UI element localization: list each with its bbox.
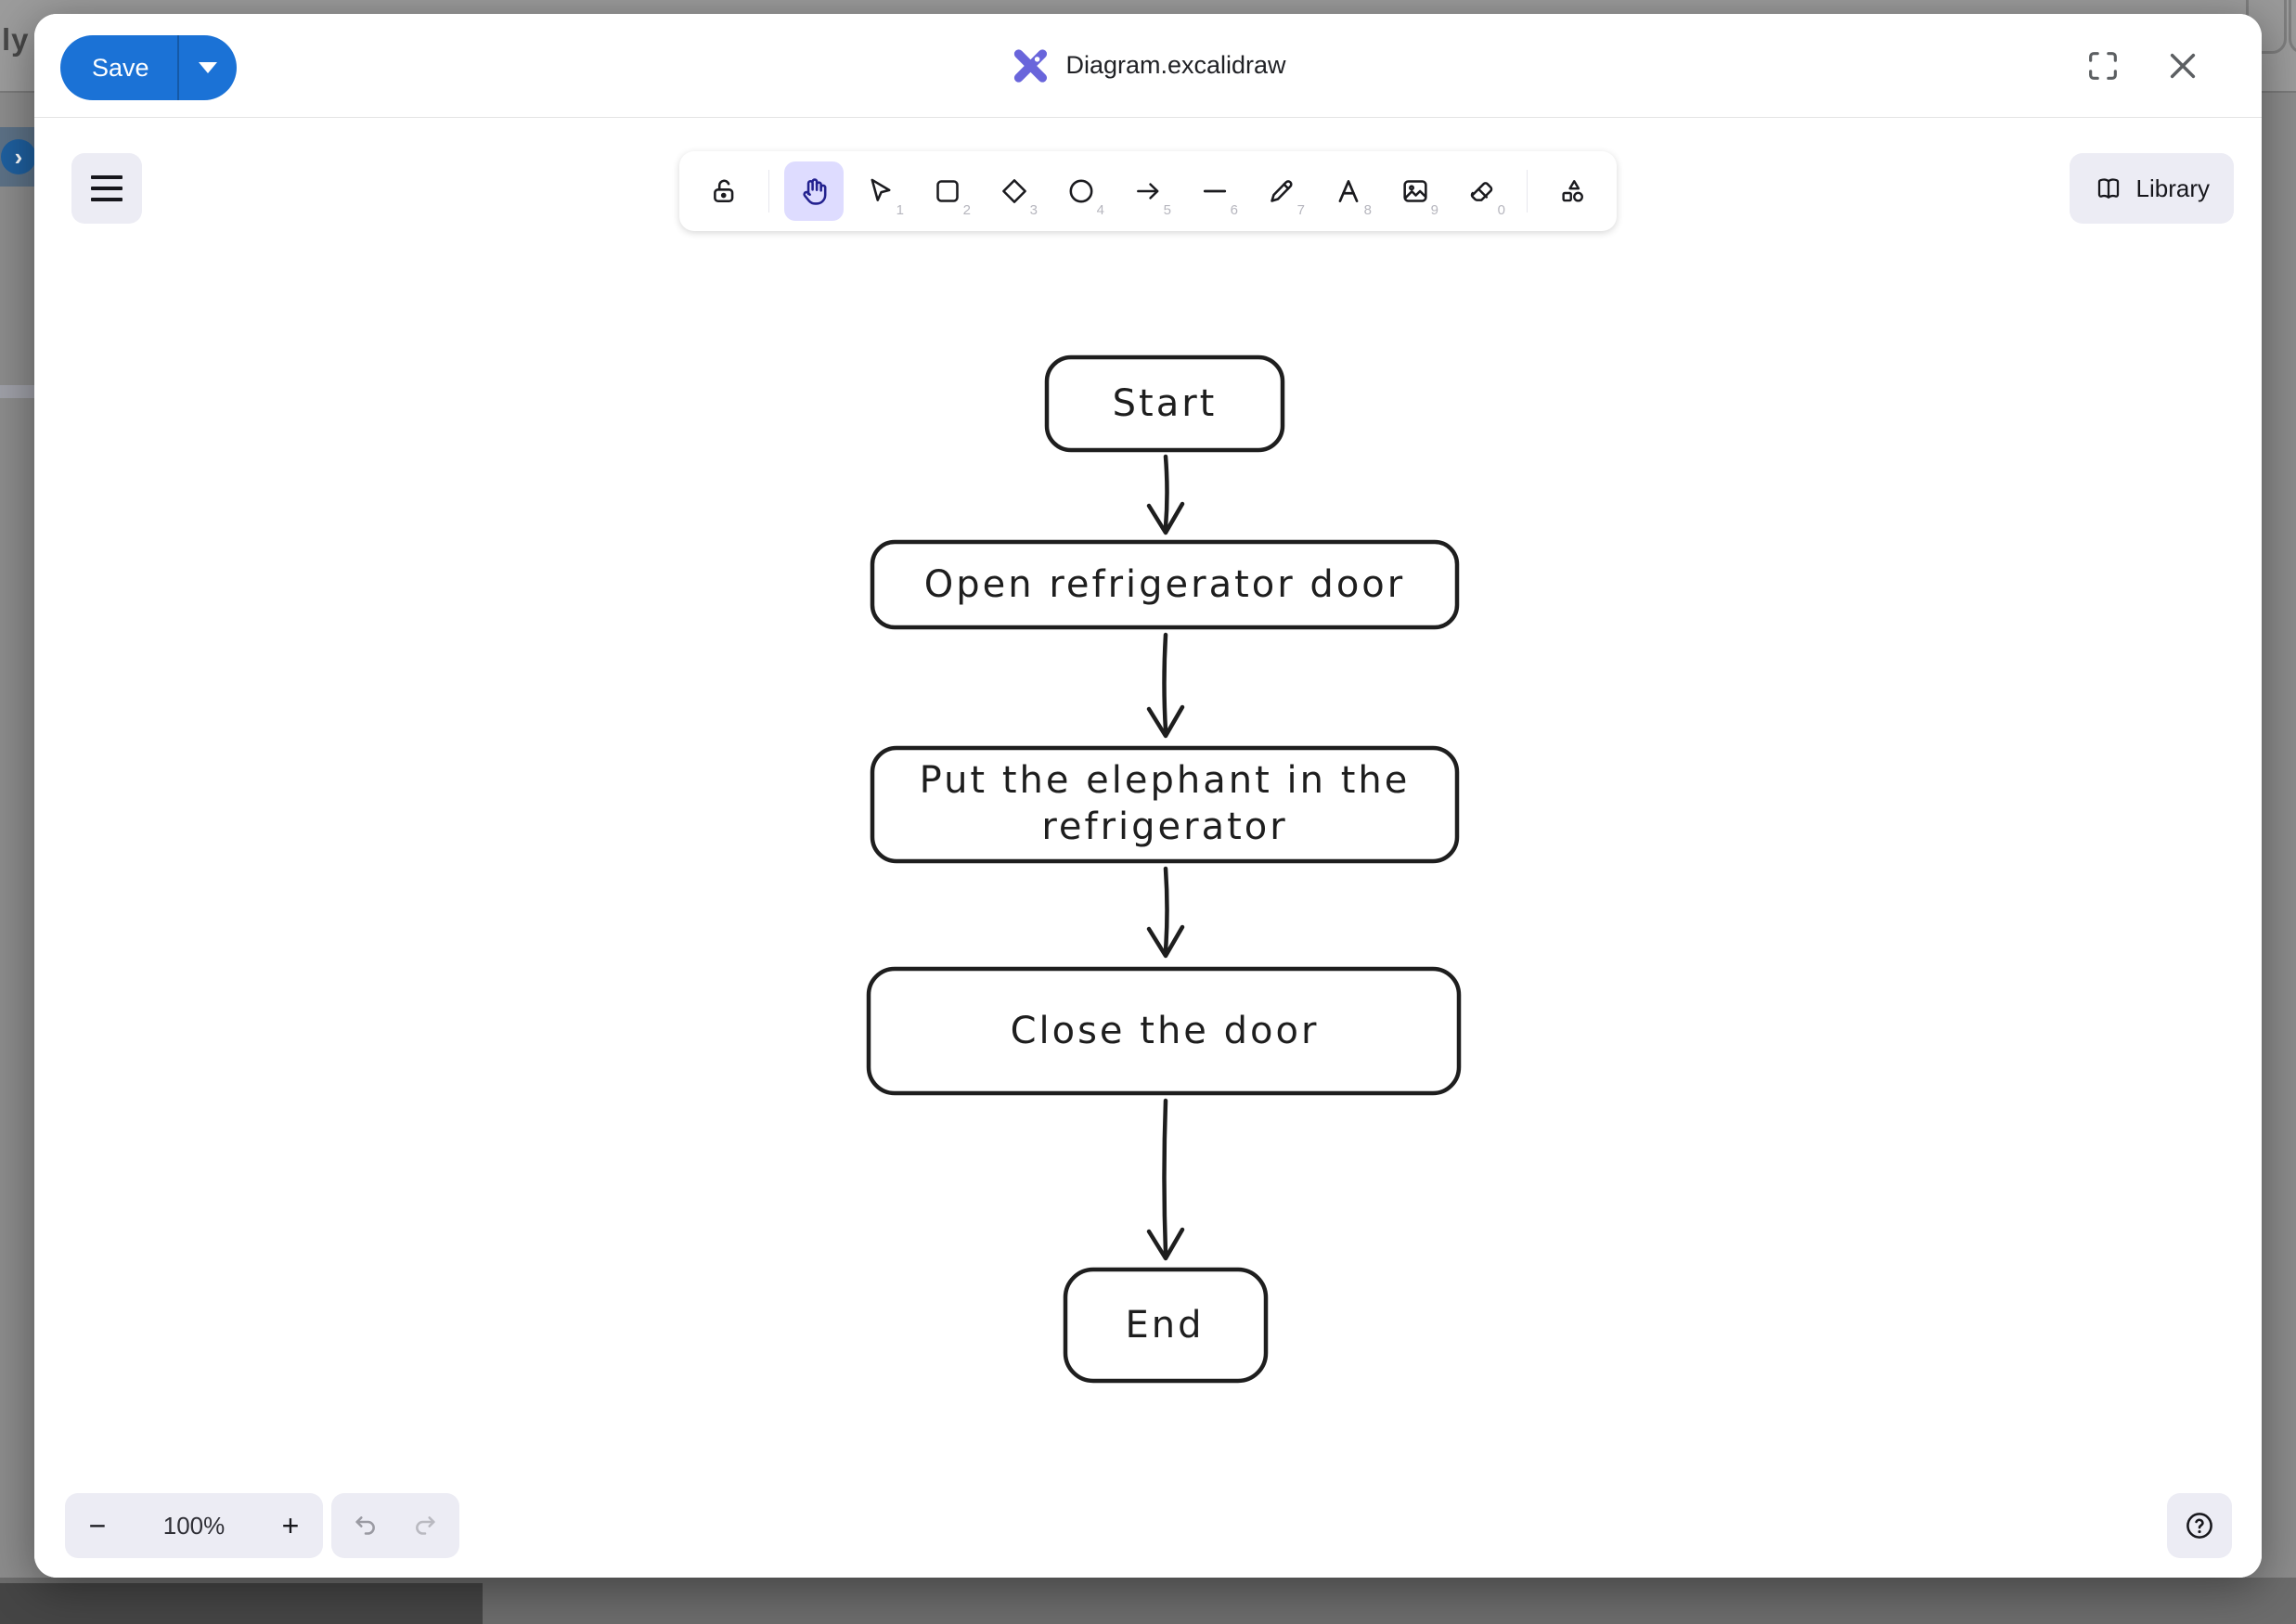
- flowchart-node-open-door[interactable]: [870, 539, 1460, 630]
- tool-image[interactable]: 9: [1386, 161, 1445, 221]
- hand-icon: [803, 178, 827, 205]
- line-icon: [1203, 189, 1227, 193]
- flowchart-drawing: Start Open refrigerator door Put the ele…: [866, 354, 1462, 1384]
- tool-shortcut: 5: [1163, 202, 1171, 218]
- fullscreen-icon: [2089, 52, 2117, 80]
- tool-hand[interactable]: [784, 161, 844, 221]
- tool-shortcut: 9: [1430, 202, 1438, 218]
- tool-text[interactable]: 8: [1319, 161, 1378, 221]
- flowchart-node-start[interactable]: [1044, 354, 1285, 453]
- help-icon: [2186, 1513, 2212, 1539]
- book-icon: [2097, 178, 2119, 199]
- tool-shortcut: 7: [1296, 202, 1305, 218]
- cursor-icon: [871, 178, 891, 201]
- backdrop-bottom-dark-strip: [0, 1583, 483, 1624]
- flowchart-label: refrigerator: [1041, 806, 1287, 848]
- tool-shortcut: 2: [962, 202, 971, 218]
- tool-shortcut: 1: [896, 202, 904, 218]
- tool-draw[interactable]: 7: [1252, 161, 1311, 221]
- diamond-icon: [1002, 179, 1026, 203]
- save-button[interactable]: Save: [60, 35, 177, 100]
- zoom-out-button[interactable]: −: [88, 1508, 107, 1542]
- flowchart-node-close-door[interactable]: [866, 966, 1462, 1096]
- document-title-group: Diagram.excalidraw: [1010, 14, 1286, 117]
- help-button[interactable]: [2167, 1493, 2232, 1558]
- flowchart-label: Open refrigerator door: [924, 563, 1405, 606]
- tool-selection[interactable]: 1: [851, 161, 910, 221]
- flowchart-arrow[interactable]: [1146, 866, 1185, 959]
- flowchart-node-end[interactable]: [1063, 1267, 1269, 1384]
- toolbar-divider: [768, 170, 769, 213]
- tool-diamond[interactable]: 3: [985, 161, 1044, 221]
- save-button-divider: [176, 35, 179, 100]
- shapes-icon: [1562, 180, 1583, 202]
- flowchart-label: Start: [1113, 382, 1218, 425]
- flowchart-arrow[interactable]: [1146, 632, 1185, 739]
- lock-open-icon: [714, 179, 734, 203]
- redo-icon: [416, 1516, 435, 1535]
- library-button-label: Library: [2135, 174, 2210, 202]
- rectangle-icon: [936, 180, 959, 202]
- flowchart-node-put-elephant[interactable]: [870, 745, 1460, 864]
- tool-island: 1 2 3 4: [679, 151, 1617, 231]
- backdrop-avatar-icon: ›: [1, 139, 36, 174]
- hamburger-icon: [91, 175, 123, 201]
- toolbar-divider: [1527, 170, 1528, 213]
- tool-shortcut: 3: [1029, 202, 1038, 218]
- tool-shortcut: 6: [1230, 202, 1238, 218]
- eraser-icon: [1470, 182, 1493, 201]
- tool-shortcut: 4: [1096, 202, 1104, 218]
- modal-header: Save Diagram.excalidraw: [34, 14, 2262, 118]
- flowchart-arrow[interactable]: [1146, 454, 1185, 535]
- zoom-controls: − 100% +: [65, 1493, 323, 1558]
- tool-shortcut: 8: [1363, 202, 1372, 218]
- excalidraw-modal: Save Diagram.excalidraw: [34, 14, 2262, 1578]
- tool-eraser[interactable]: 0: [1452, 161, 1512, 221]
- image-icon: [1403, 180, 1427, 202]
- save-split-button: Save: [60, 35, 237, 100]
- tool-shortcut: 0: [1497, 202, 1505, 218]
- library-button[interactable]: Library: [2069, 153, 2234, 224]
- tool-ellipse[interactable]: 4: [1051, 161, 1111, 221]
- excalidraw-logo-icon: [1013, 48, 1048, 83]
- tool-line[interactable]: 6: [1185, 161, 1245, 221]
- tool-more-shapes[interactable]: [1542, 161, 1602, 221]
- canvas[interactable]: Start Open refrigerator door Put the ele…: [34, 118, 2262, 1578]
- history-controls: [331, 1493, 459, 1558]
- chevron-down-icon: [198, 62, 217, 73]
- zoom-in-button[interactable]: +: [281, 1508, 300, 1542]
- backdrop-toolbar-shape: [2289, 0, 2296, 54]
- save-options-button[interactable]: [179, 35, 237, 100]
- close-button[interactable]: [2161, 45, 2204, 87]
- undo-icon: [355, 1516, 375, 1535]
- document-title: Diagram.excalidraw: [1065, 51, 1286, 79]
- save-button-label: Save: [92, 53, 149, 82]
- fullscreen-button[interactable]: [2082, 45, 2124, 87]
- redo-button[interactable]: [400, 1501, 450, 1551]
- arrow-icon: [1137, 183, 1159, 200]
- tool-lock[interactable]: [694, 161, 754, 221]
- backdrop-row-band: [0, 385, 39, 398]
- tool-arrow[interactable]: 5: [1118, 161, 1178, 221]
- flowchart-label: Put the elephant in the: [920, 759, 1411, 802]
- menu-button[interactable]: [71, 153, 142, 224]
- tool-rectangle[interactable]: 2: [918, 161, 977, 221]
- undo-button[interactable]: [341, 1501, 391, 1551]
- zoom-level[interactable]: 100%: [162, 1511, 226, 1540]
- flowchart-label: Close the door: [1011, 1010, 1320, 1052]
- flowchart-label: End: [1125, 1304, 1204, 1347]
- text-icon: [1338, 180, 1359, 202]
- ellipse-icon: [1069, 179, 1093, 203]
- pencil-icon: [1271, 180, 1293, 202]
- close-icon: [2170, 53, 2196, 79]
- flowchart-arrow[interactable]: [1146, 1098, 1185, 1261]
